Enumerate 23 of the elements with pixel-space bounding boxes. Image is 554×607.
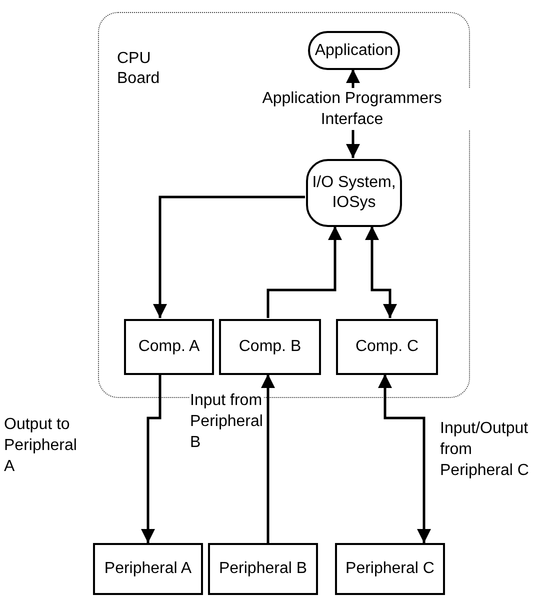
node-label: Application [314,40,394,60]
process-box [219,319,321,375]
node-label: Peripheral B [218,559,308,579]
arrow [378,374,431,543]
node-label: Comp. A [138,337,200,357]
arrow [261,374,275,543]
arrow [141,374,162,543]
node-label: Comp. B [238,337,302,357]
process-box [208,543,318,595]
arrow [266,226,342,318]
node-label: Comp. C [355,337,419,357]
rounded-process-box [308,31,400,70]
node-label: I/O System, IOSys [311,173,397,213]
process-box [124,319,214,375]
node-label: Peripheral A [104,559,192,579]
process-box [336,319,438,375]
arrow [153,196,305,318]
process-box [93,543,203,595]
node-label: Peripheral C [346,559,434,579]
rounded-process-box [306,159,402,227]
process-box [335,543,445,595]
arrow [365,226,397,318]
group-title: CPU Board [117,49,161,89]
